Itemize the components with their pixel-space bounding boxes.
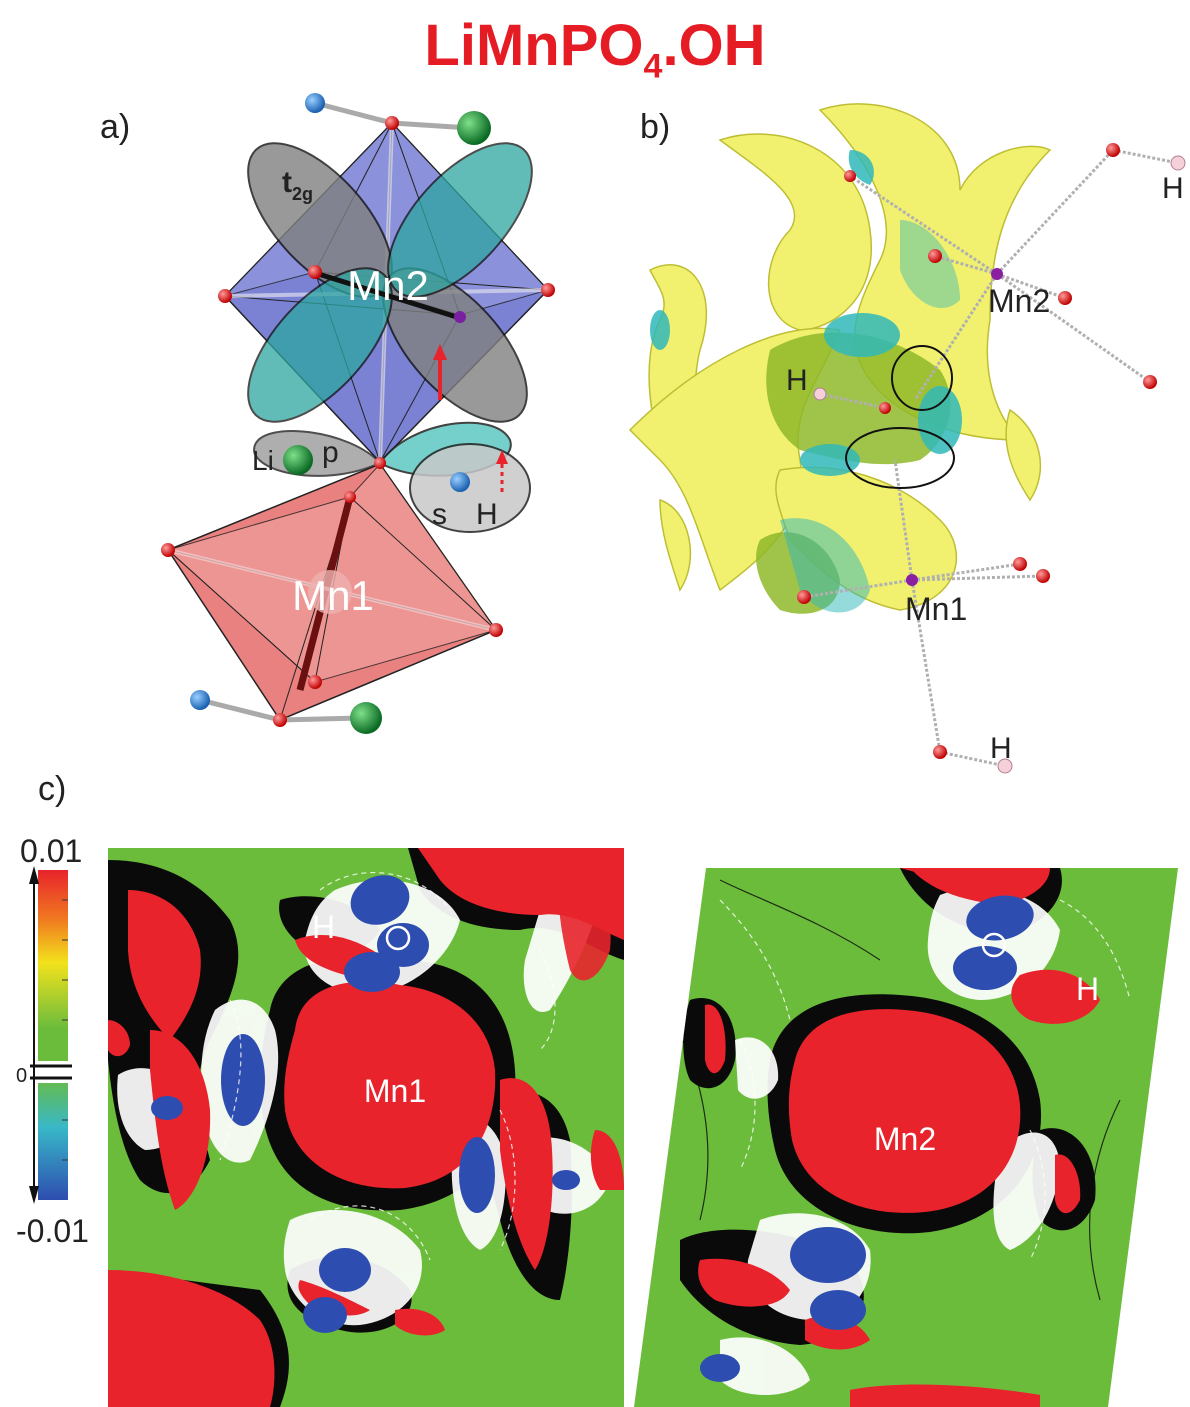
orbital-lobe	[247, 267, 393, 423]
mn2-label: Mn2	[347, 262, 429, 309]
panel-b-isosurface: H Mn2 H Mn1 H	[628, 103, 1186, 774]
negative-density	[700, 895, 1034, 1382]
spin-arrowhead	[433, 344, 447, 360]
mn2-label: Mn2	[988, 283, 1050, 319]
h-label-top: H	[1162, 172, 1184, 205]
green-atom	[350, 702, 382, 734]
li-label: Li	[252, 445, 274, 476]
dashed-contours	[219, 871, 556, 1261]
mn1-label: Mn1	[292, 572, 374, 619]
positive-density	[108, 848, 624, 1407]
blue-atom	[305, 93, 325, 113]
t2g-orbital	[247, 142, 533, 423]
mn1-atom	[906, 574, 918, 586]
mn1-label: Mn1	[905, 591, 967, 627]
colorbar-min-label: -0.01	[16, 1213, 89, 1249]
title-tail: .OH	[662, 13, 766, 78]
panel-b-label: b)	[640, 108, 671, 146]
bond	[311, 269, 461, 321]
bond	[199, 697, 281, 723]
negative-density	[151, 875, 580, 1333]
panel-a-label: a)	[100, 108, 131, 146]
title-subscript: 4	[643, 47, 663, 86]
figure-title: LiMnPO4.OH	[0, 12, 1190, 87]
bond	[279, 715, 361, 723]
s-orbital	[409, 443, 531, 533]
green-atom	[457, 111, 491, 145]
spin-density-map-mn1: H Mn1	[108, 848, 624, 1407]
mn1-center-label: Mn1	[364, 1073, 426, 1109]
colorbar-zero-label: 0	[16, 1065, 27, 1087]
bond-highlight-ellipse	[845, 427, 955, 489]
mn2-center-label: Mn2	[874, 1121, 936, 1157]
panel-a-structure: t2g Mn2 Mn1 Li p s H	[161, 93, 555, 734]
mn1-atom	[308, 570, 352, 614]
dashed-contours	[719, 899, 1131, 1261]
h-label: H	[312, 909, 335, 945]
colorbar-max-label: 0.01	[20, 833, 82, 869]
colorbar-zero-gap	[38, 1061, 68, 1083]
colorbar-arrow-up	[29, 866, 39, 884]
spin-density-map-mn2: H Mn2	[634, 868, 1178, 1407]
hydrogen-site-marker	[981, 932, 1007, 958]
h-label: H	[476, 498, 498, 531]
h-label-left: H	[786, 364, 808, 397]
spin-arrowhead-dashed	[496, 450, 508, 464]
title-main: LiMnPO	[424, 13, 644, 78]
s-orbital-label: s	[432, 498, 447, 531]
p-orbital-label: p	[322, 436, 339, 469]
panel-b-bonds	[803, 148, 1179, 768]
hydrogen-site-marker	[385, 925, 411, 951]
colorbar: 0.01 0 -0.01	[16, 833, 89, 1249]
blue-atom	[190, 690, 210, 710]
lithium-atom	[283, 445, 313, 475]
bond-highlight-circle	[891, 345, 953, 411]
h-label: H	[1076, 971, 1099, 1007]
colorbar-arrow-down	[29, 1186, 39, 1204]
bond	[314, 100, 393, 126]
panel-b-atoms	[797, 143, 1186, 774]
panel-c-label: c)	[38, 770, 67, 808]
oxygen-atoms	[161, 116, 555, 727]
mn2-atom	[991, 268, 1003, 280]
hydrogen-atom	[450, 472, 470, 492]
orbital-lobe	[387, 142, 533, 298]
t2g-label: t2g	[282, 166, 313, 204]
colorbar-gradient	[38, 870, 68, 1200]
bond	[391, 120, 471, 131]
h-label-bottom: H	[990, 732, 1012, 765]
phosphorus-atom	[454, 311, 466, 323]
